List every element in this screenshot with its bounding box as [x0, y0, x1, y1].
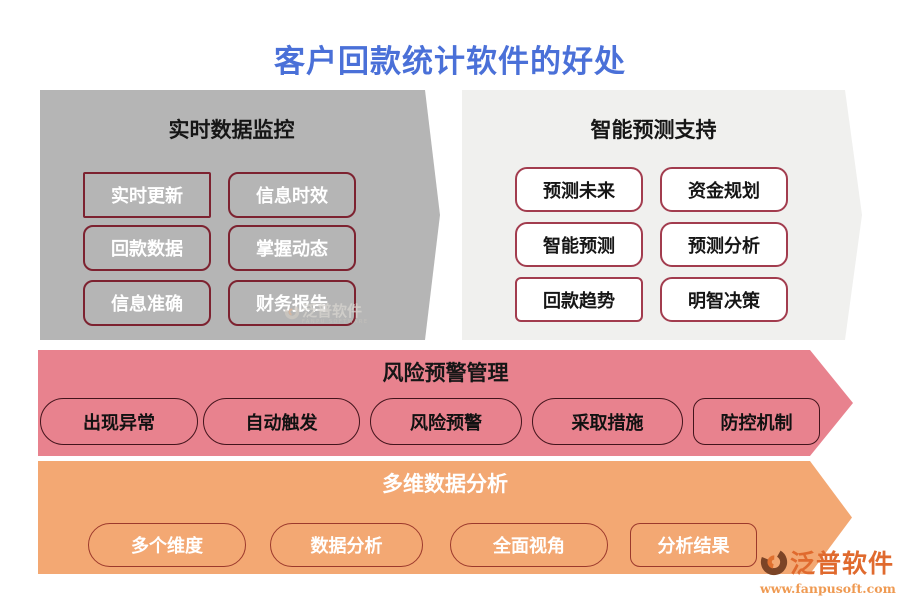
risk-pill-measures: 采取措施 [532, 398, 683, 445]
section-risk-title: 风险预警管理 [382, 361, 509, 385]
page-title: 客户回款统计软件的好处 [274, 44, 626, 80]
section-multidim-title: 多维数据分析 [382, 472, 508, 496]
feature-chip-info-timeliness: 信息时效 [228, 172, 356, 218]
section-predict-title: 智能预测支持 [590, 118, 717, 142]
feature-chip-realtime-update: 实时更新 [83, 172, 211, 218]
section-risk-band: 风险预警管理 出现异常 自动触发 风险预警 采取措施 防控机制 [38, 350, 853, 456]
feature-chip-predict-analysis: 预测分析 [660, 222, 788, 267]
feature-chip-payment-trend: 回款趋势 [515, 277, 643, 322]
dim-pill-analysis: 数据分析 [270, 523, 423, 567]
dim-pill-results: 分析结果 [630, 523, 757, 567]
feature-chip-financial-report: 财务报告 [228, 280, 356, 326]
feature-chip-fund-planning: 资金规划 [660, 167, 788, 212]
risk-pill-warning: 风险预警 [370, 398, 522, 445]
fanpu-logo-text: 泛普软件 [790, 549, 895, 578]
section-predict-block: 智能预测支持 预测未来 资金规划 智能预测 预测分析 回款趋势 明智决策 [462, 90, 862, 340]
section-realtime-title: 实时数据监控 [168, 118, 295, 142]
feature-chip-grasp-dynamics: 掌握动态 [228, 225, 356, 271]
risk-pill-prevention: 防控机制 [693, 398, 820, 445]
dim-pill-dimensions: 多个维度 [88, 523, 246, 567]
feature-chip-predict-future: 预测未来 [515, 167, 643, 212]
section-realtime-block: 实时数据监控 实时更新 信息时效 回款数据 掌握动态 信息准确 财务报告 泛普软… [40, 90, 440, 340]
fanpu-logo-url: www.fanpusoft.com [760, 581, 896, 596]
risk-pill-anomaly: 出现异常 [40, 398, 198, 445]
feature-chip-smart-predict: 智能预测 [515, 222, 643, 267]
risk-pill-autotrigger: 自动触发 [203, 398, 360, 445]
feature-chip-info-accuracy: 信息准确 [83, 280, 211, 326]
feature-chip-payment-data: 回款数据 [83, 225, 211, 271]
dim-pill-perspective: 全面视角 [450, 523, 608, 567]
fanpu-logo: 泛普软件 www.fanpusoft.com [760, 544, 896, 596]
fanpu-logo-icon [760, 548, 788, 576]
section-multidim-band: 多维数据分析 多个维度 数据分析 全面视角 分析结果 [38, 461, 852, 574]
feature-chip-wise-decision: 明智决策 [660, 277, 788, 322]
